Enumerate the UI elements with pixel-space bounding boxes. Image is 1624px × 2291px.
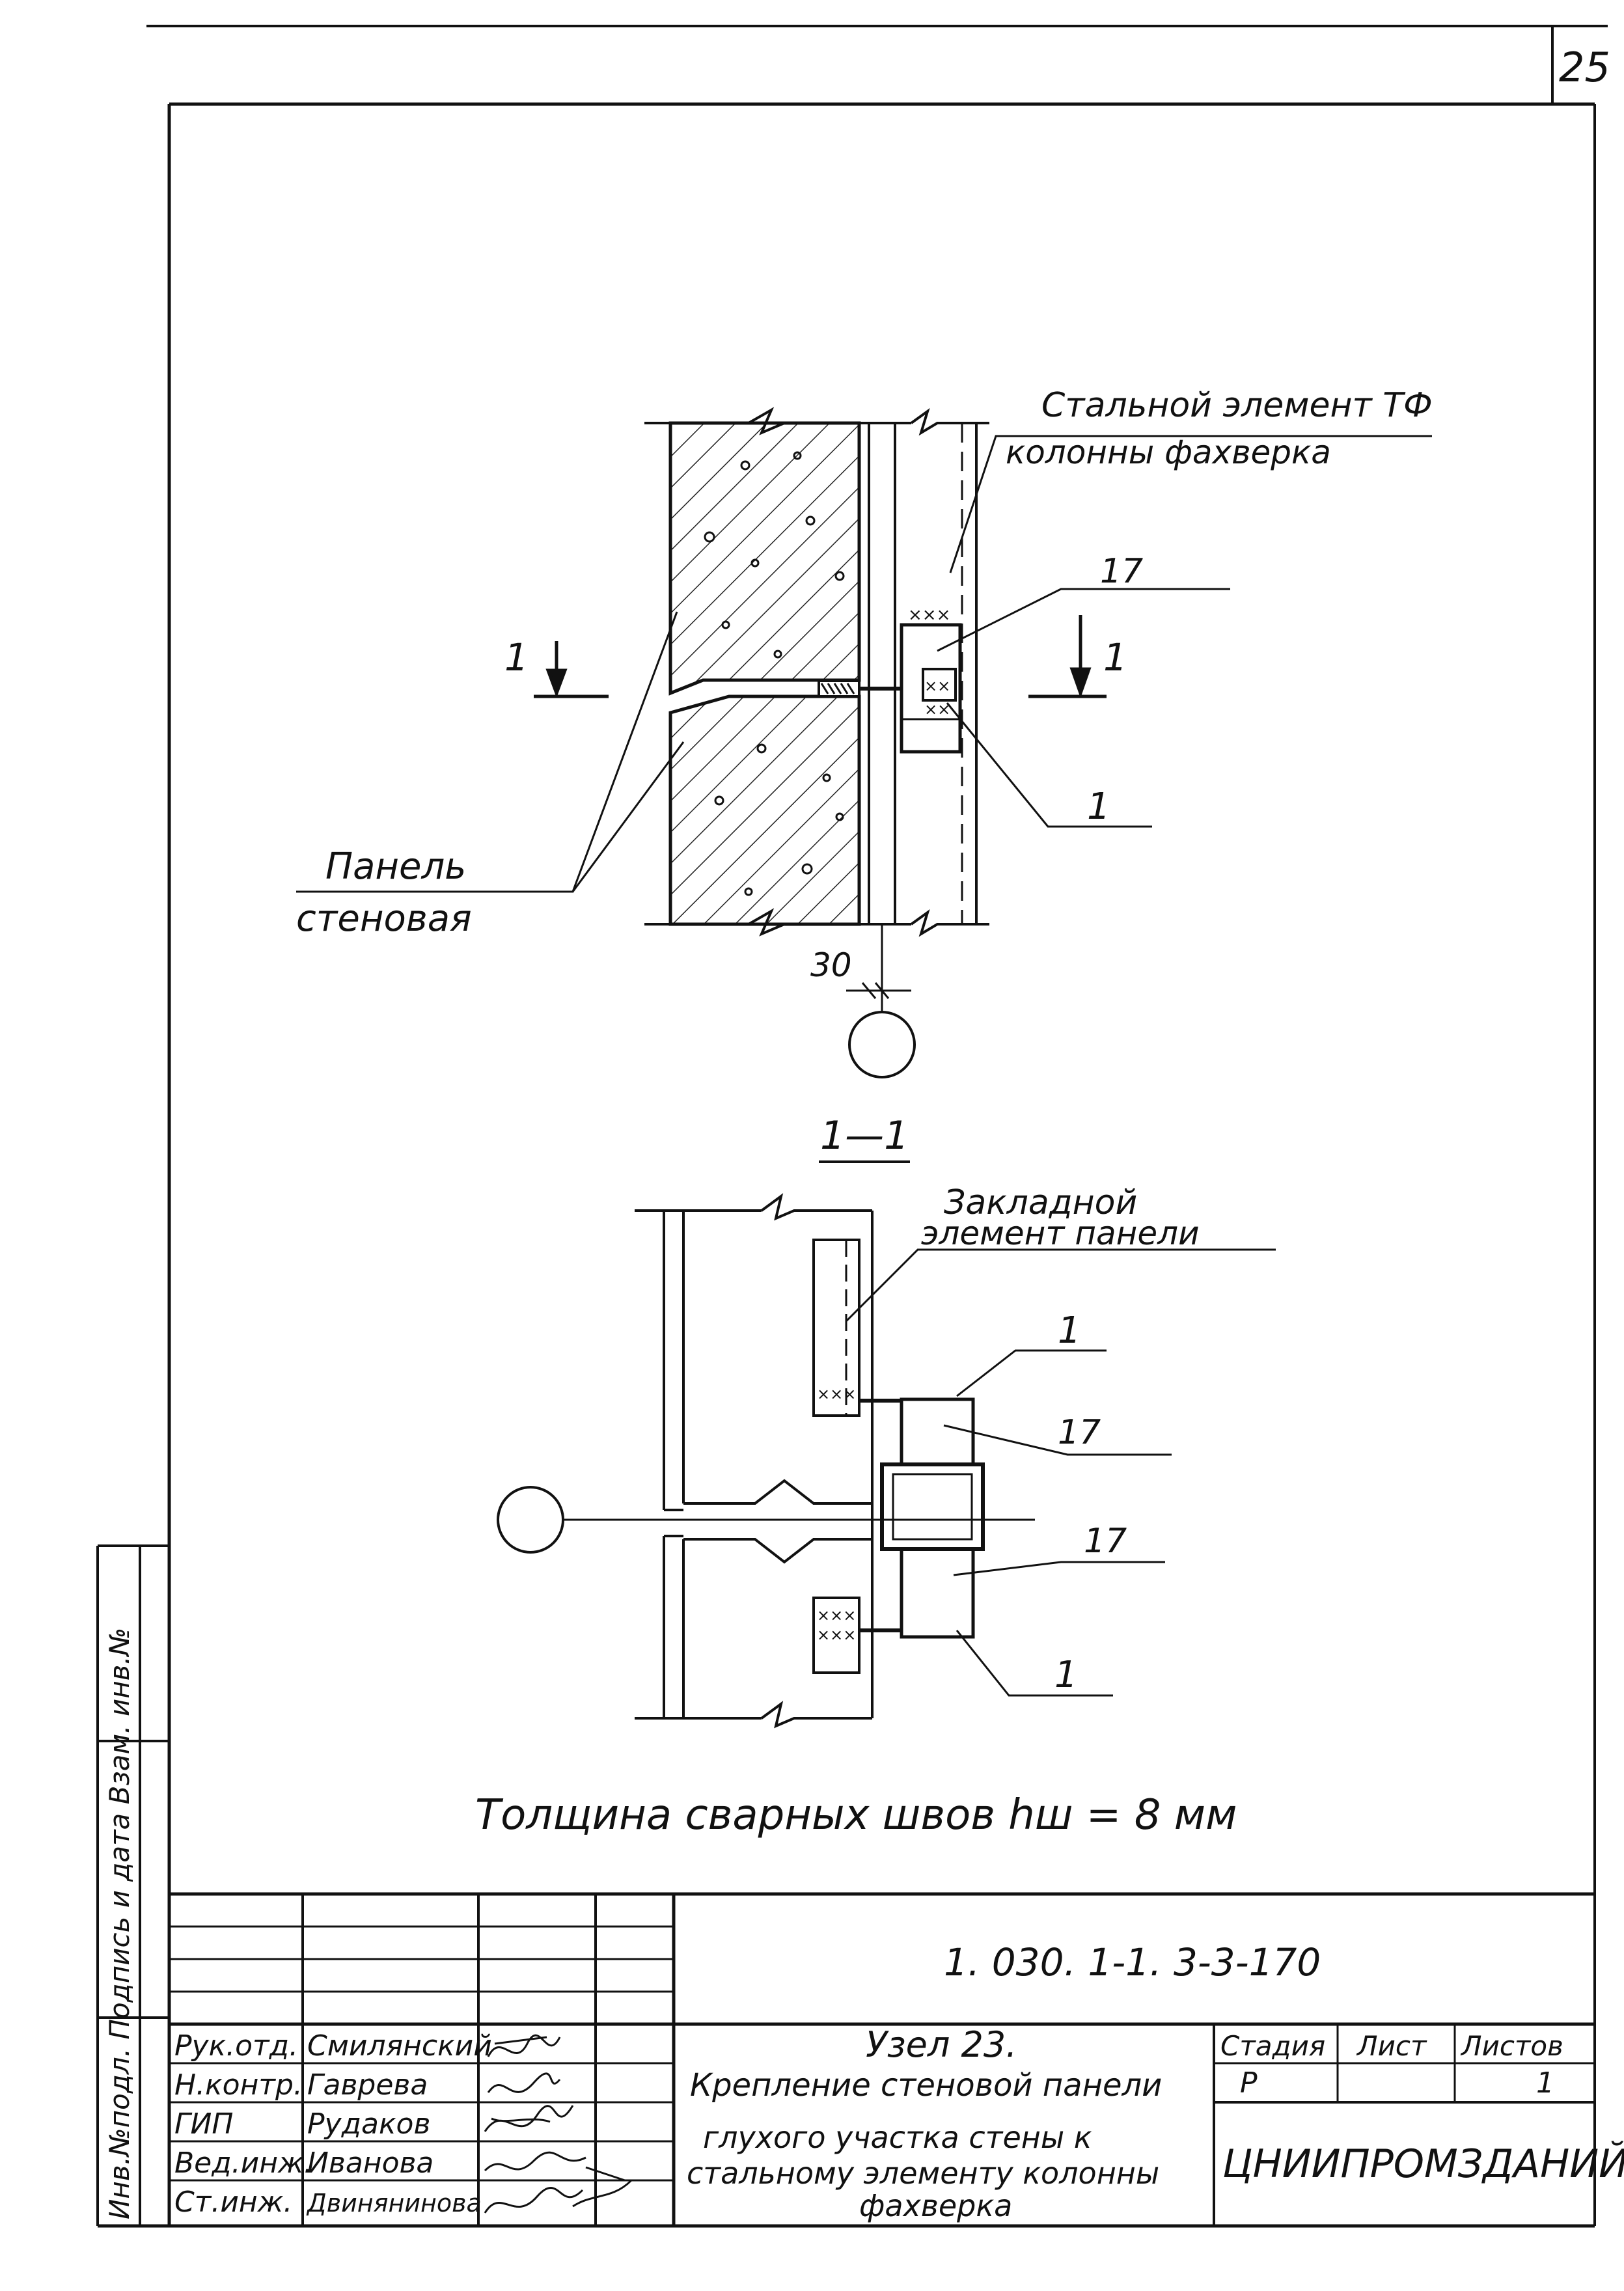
callout-17-top: 17 xyxy=(1100,552,1143,591)
embedded-element-bottom xyxy=(812,1597,860,1674)
weld-thickness-note: Толщина сварных швов hш = 8 мм xyxy=(475,1791,1237,1839)
label-panel: Панель xyxy=(325,845,466,888)
svg-text:×××: ××× xyxy=(817,1385,856,1403)
section-marker-left xyxy=(534,641,609,698)
weld-block xyxy=(922,668,957,702)
stage-value: Р xyxy=(1240,2066,1258,2100)
lower-wall-panel xyxy=(668,694,861,926)
description-line-3: стальному элементу колонны xyxy=(687,2156,1159,2191)
side-stamp xyxy=(96,1544,169,2226)
callout-17-section-bottom: 17 xyxy=(1084,1522,1127,1561)
svg-text:Н.контр.: Н.контр. xyxy=(174,2068,303,2102)
section-left-number: 1 xyxy=(504,635,529,679)
organization-name: ЦНИИПРОМЗДАНИЙ xyxy=(1222,2141,1624,2187)
svg-text:×××: ××× xyxy=(817,1626,856,1644)
callout-17-section-top: 17 xyxy=(1058,1413,1101,1452)
axis-bubble-top xyxy=(848,1011,916,1078)
sheet-number-corner: 25 xyxy=(1559,44,1610,91)
svg-text:Двинянинова: Двинянинова xyxy=(306,2189,482,2217)
sheet-frame xyxy=(98,25,1608,2228)
label-panel-2: стеновая xyxy=(296,898,472,940)
description-line-4: фахверка xyxy=(859,2188,1012,2223)
concrete-aggregate xyxy=(704,451,845,896)
bracket-bottom xyxy=(900,1547,975,1639)
title-block xyxy=(169,1892,1595,2226)
svg-text:××: ×× xyxy=(924,700,950,719)
label-steel-element: Стальной элемент ТФ xyxy=(1041,386,1433,425)
svg-text:ГИП: ГИП xyxy=(174,2107,234,2141)
callout-1-section-bottom: 1 xyxy=(1054,1654,1078,1696)
sheet-header: Лист xyxy=(1356,2030,1427,2062)
svg-text:Иванова: Иванова xyxy=(307,2147,434,2180)
node-title: Узел 23. xyxy=(866,2024,1017,2065)
section-right-number: 1 xyxy=(1103,635,1127,679)
label-embedded: Закладной xyxy=(944,1183,1137,1222)
dimension-30: 30 xyxy=(810,946,852,984)
svg-text:Ст.инж.: Ст.инж. xyxy=(174,2186,292,2219)
side-stamp-text: Инв.№подл. Подпись и дата Взам. инв.№ xyxy=(103,1628,135,2219)
svg-text:Гаврева: Гаврева xyxy=(307,2068,428,2102)
callout-1-section-top: 1 xyxy=(1058,1310,1081,1352)
upper-wall-panel xyxy=(668,421,861,696)
stage-header: Стадия xyxy=(1220,2030,1325,2062)
callout-1-top: 1 xyxy=(1087,786,1110,828)
embedded-element-top xyxy=(812,1239,860,1417)
svg-text:×××: ××× xyxy=(908,605,950,625)
signatures-roles: Рук.отд. Н.контр. ГИП Вед.инж. Ст.инж. xyxy=(174,2029,313,2219)
svg-text:×××: ××× xyxy=(817,1606,856,1625)
svg-text:Вед.инж.: Вед.инж. xyxy=(174,2147,313,2180)
label-steel-element-2: колонны фахверка xyxy=(1006,433,1331,471)
svg-text:Смилянский: Смилянский xyxy=(307,2029,492,2063)
label-embedded-2: элемент панели xyxy=(921,1214,1200,1252)
section-marker-right xyxy=(1028,615,1107,698)
svg-text:Рудаков: Рудаков xyxy=(307,2107,430,2141)
svg-text:××: ×× xyxy=(924,677,950,695)
handwritten-signatures xyxy=(484,2034,633,2214)
drawing-code: 1. 030. 1-1. 3-3-170 xyxy=(944,1940,1321,1984)
axis-bubble-section xyxy=(497,1486,564,1554)
sheets-value: 1 xyxy=(1536,2066,1554,2100)
section-view: 1—1 ××× ××× ××× xyxy=(497,1113,1276,1729)
signatures-names: Смилянский Гаврева Рудаков Иванова Двиня… xyxy=(306,2029,492,2217)
description-line-2: глухого участка стены к xyxy=(703,2120,1092,2155)
description-line-1: Крепление стеновой панели xyxy=(690,2067,1162,2104)
svg-text:Рук.отд.: Рук.отд. xyxy=(174,2029,298,2063)
sheets-header: Листов xyxy=(1460,2030,1563,2062)
section-title: 1—1 xyxy=(820,1113,909,1159)
top-drawing: ××× ×× ×× Стальной элемент ТФ колонны фа… xyxy=(296,386,1433,1078)
